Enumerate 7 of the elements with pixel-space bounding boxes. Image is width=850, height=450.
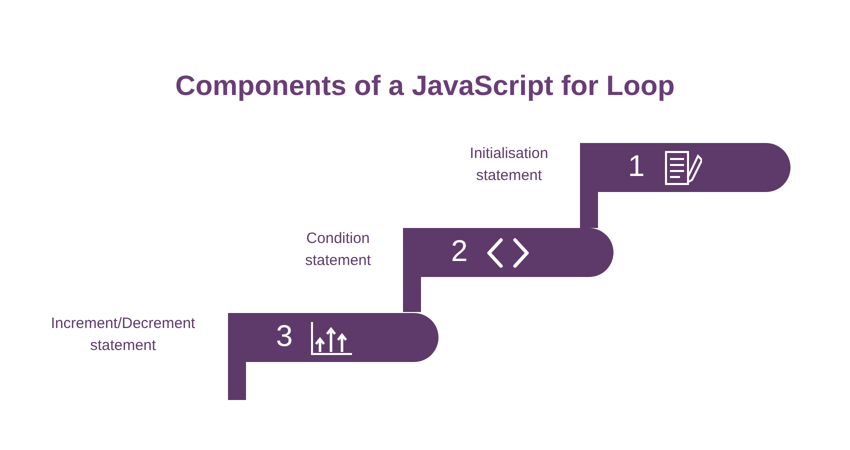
step-number: 2 [451,235,468,269]
step-label: Condition statement [304,229,372,271]
step-label: Increment/Decrement statement [50,314,196,356]
step-label: Initialisation statement [468,144,550,186]
step-number: 3 [276,320,293,354]
diagram-title: Components of a JavaScript for Loop [174,70,676,102]
step-number: 1 [628,150,645,184]
